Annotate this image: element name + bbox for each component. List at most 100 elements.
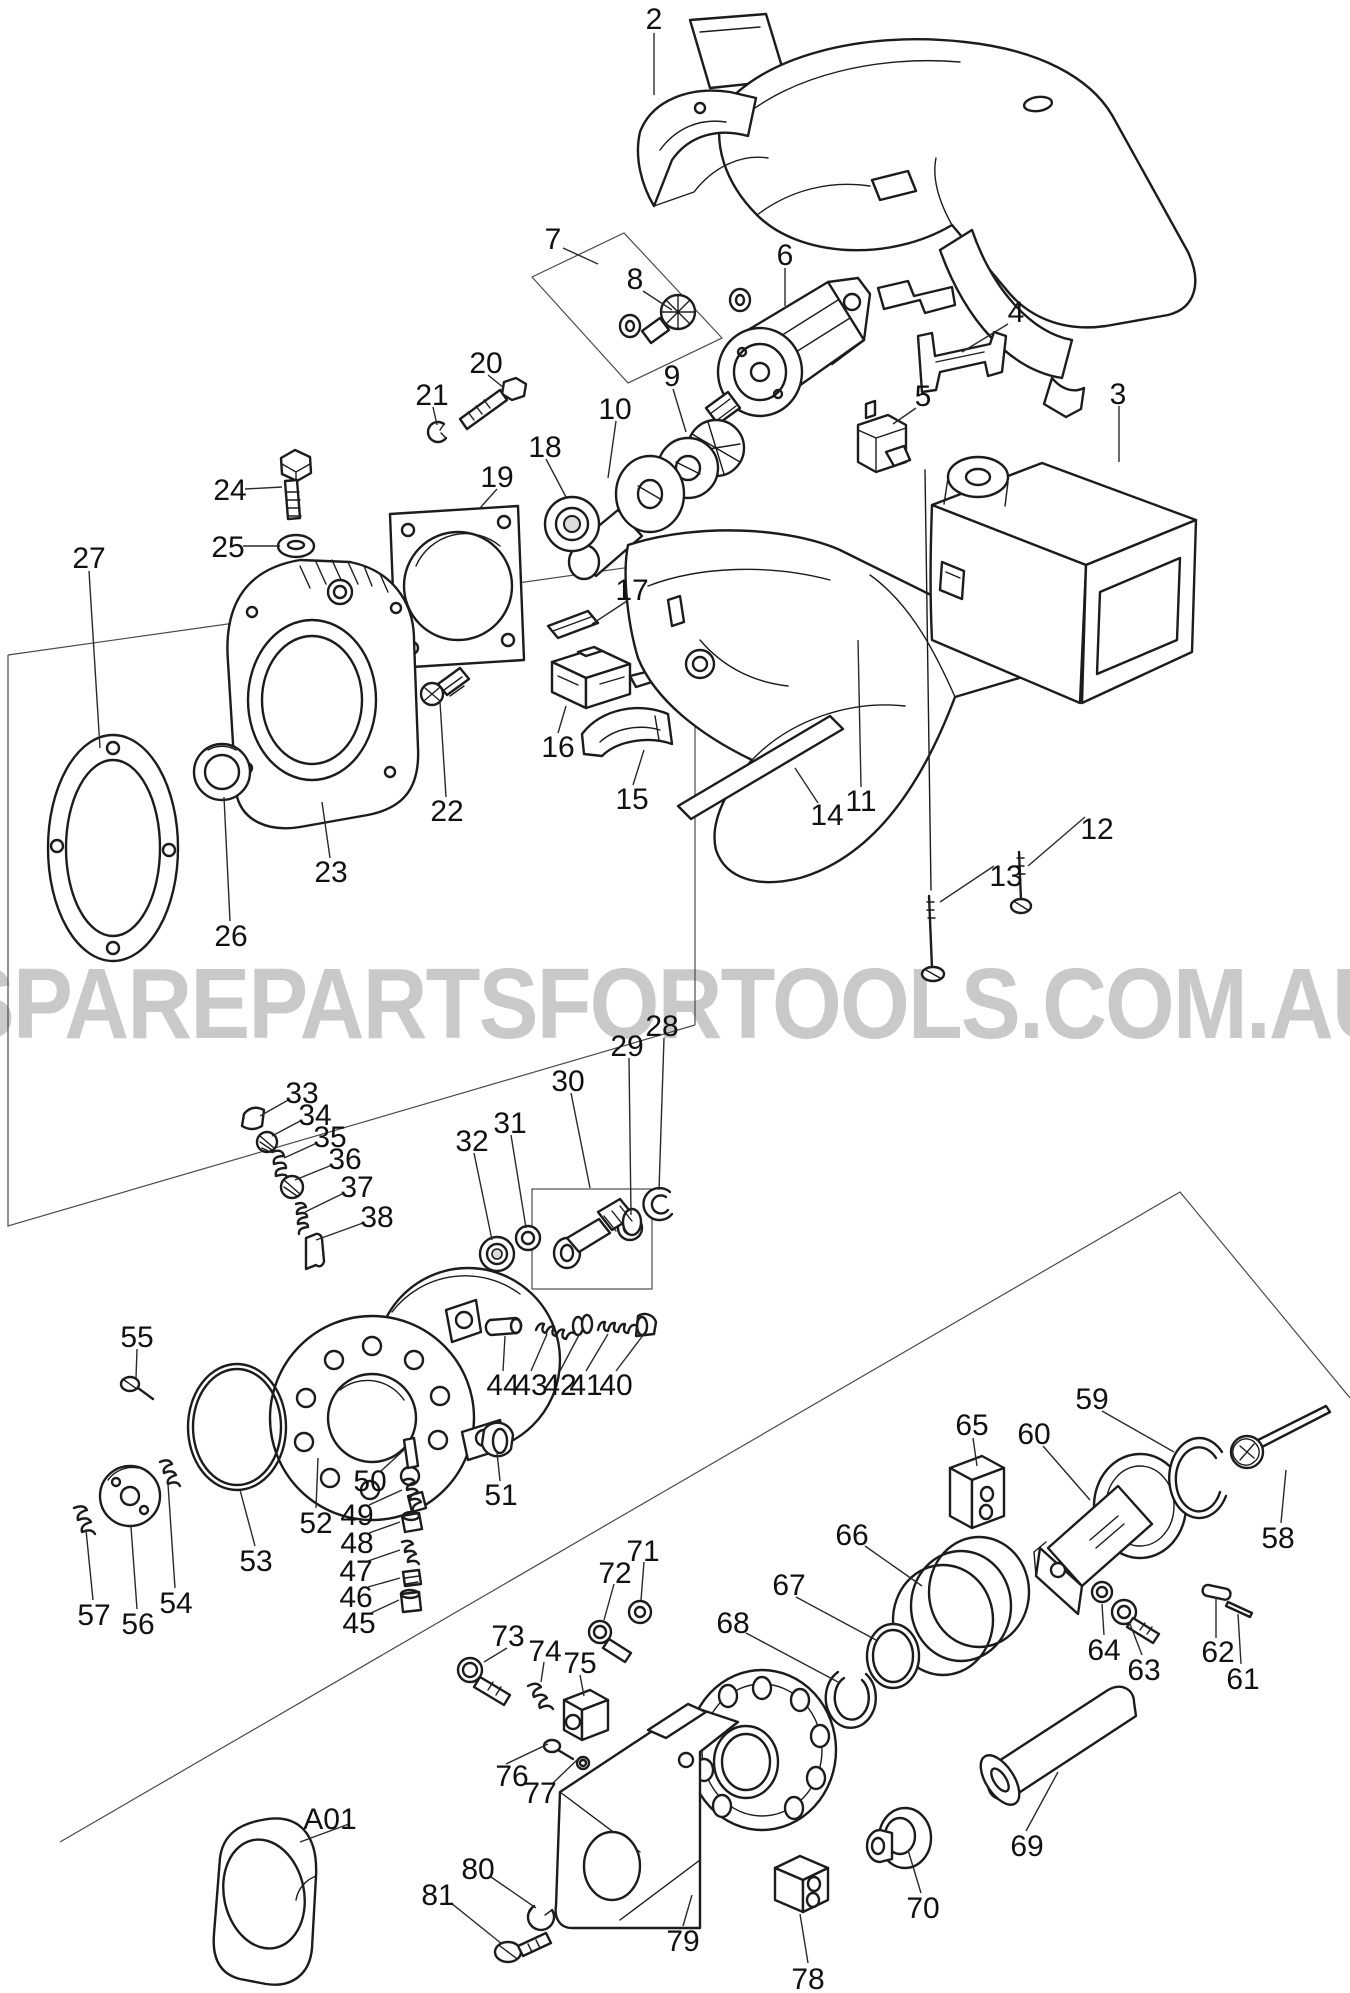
part-19-plate (388, 504, 526, 670)
part-label-25: 25 (211, 531, 244, 564)
part-33-cap (240, 1106, 266, 1131)
leader-line-42 (559, 1334, 580, 1372)
leader-line-28 (658, 1037, 665, 1191)
part-label-57: 57 (77, 1599, 110, 1632)
leader-line-14 (794, 767, 819, 804)
leader-line-52 (315, 1457, 319, 1509)
leader-line-7 (562, 247, 599, 265)
leader-line-79 (682, 1894, 693, 1927)
part-18-bearing (543, 495, 601, 553)
part-30-bushing-set (552, 1197, 643, 1270)
leader-line-13 (939, 865, 995, 903)
leader-line-37 (304, 1192, 345, 1213)
part-53-o-ring (186, 1362, 288, 1492)
part-2-housing-upper (717, 38, 1197, 419)
leader-line-34 (271, 1119, 303, 1137)
leader-line-5 (892, 407, 917, 425)
part-40-cap (634, 1312, 658, 1338)
leader-line-38 (315, 1222, 364, 1241)
leader-line-53 (239, 1489, 256, 1547)
part-label-42: 42 (543, 1369, 576, 1402)
leader-line-27 (88, 570, 101, 749)
part-label-31: 31 (493, 1107, 526, 1140)
part-label-79: 79 (666, 1925, 699, 1958)
part-73-screw (456, 1656, 512, 1707)
part-label-11: 11 (845, 785, 876, 818)
parts-artwork (46, 12, 1332, 1986)
leader-line-35 (283, 1142, 318, 1159)
leader-line-16 (557, 705, 567, 734)
leader-line-78 (799, 1913, 809, 1964)
part-20-bolt (458, 376, 528, 431)
part-26-bearing-retainer (192, 742, 252, 802)
part-78-block (773, 1854, 830, 1914)
leader-line-33 (259, 1098, 291, 1117)
leader-line-12 (1027, 816, 1086, 867)
part-label-71: 71 (626, 1535, 659, 1568)
part-8-pinion-gear (618, 287, 752, 345)
leader-line-47 (367, 1549, 401, 1562)
leader-line-59 (1101, 1410, 1175, 1453)
leader-line-18 (545, 458, 567, 498)
part-label-63: 63 (1127, 1654, 1160, 1687)
leader-line-32 (473, 1152, 493, 1241)
part-label-72: 72 (598, 1557, 631, 1590)
part-label-49: 49 (340, 1499, 373, 1532)
part-label-69: 69 (1010, 1830, 1043, 1863)
part-6-motor (704, 276, 872, 426)
part-label-67: 67 (772, 1569, 805, 1602)
leader-lines (85, 33, 1287, 1964)
part-label-21: 21 (415, 379, 448, 412)
part-25-washer (276, 533, 316, 559)
leader-line-44 (502, 1335, 506, 1372)
part-66-spring-large (891, 1535, 1031, 1677)
leader-line-45 (370, 1599, 400, 1614)
leader-line-73 (483, 1647, 508, 1663)
part-label-54: 54 (159, 1587, 192, 1620)
part-label-81: 81 (421, 1879, 454, 1912)
part-12-screw (1009, 850, 1033, 915)
part-label-18: 18 (528, 431, 561, 464)
part-label-70: 70 (906, 1892, 939, 1925)
part-label-16: 16 (541, 731, 574, 764)
leader-line-57 (85, 1529, 94, 1601)
part-35-spring (270, 1149, 290, 1182)
part-label-48: 48 (340, 1527, 373, 1560)
part-48-piston (400, 1510, 424, 1534)
part-24-bolt (279, 448, 313, 521)
part-27-gasket (46, 733, 180, 963)
part-56-disc (98, 1464, 162, 1528)
part-label-22: 22 (430, 795, 463, 828)
part-22-screw (419, 666, 471, 707)
leader-line-20 (487, 374, 505, 389)
part-64-washer (1090, 1580, 1114, 1604)
part-63-screw (1110, 1598, 1161, 1645)
part-a01-d-ring (212, 1817, 318, 1986)
leader-line-22 (439, 701, 447, 798)
leader-line-60 (1042, 1445, 1091, 1501)
leader-line-19 (479, 488, 498, 509)
part-44-pin (484, 1316, 523, 1337)
part-label-A01: A01 (303, 1803, 356, 1836)
part-label-14: 14 (810, 799, 843, 832)
part-60-spindle-barrel (1033, 1452, 1188, 1616)
part-label-20: 20 (469, 347, 502, 380)
part-label-47: 47 (339, 1555, 372, 1588)
leader-line-26 (223, 796, 231, 922)
leader-line-49 (368, 1489, 403, 1506)
part-34-plug (255, 1130, 279, 1154)
leader-line-A01 (299, 1823, 350, 1843)
part-74-spring (526, 1682, 555, 1711)
part-label-65: 65 (955, 1409, 988, 1442)
part-32-bearing (478, 1235, 516, 1273)
part-43-spring (534, 1322, 576, 1341)
panel-group-7 (531, 232, 723, 384)
leader-line-4 (961, 323, 1009, 353)
leader-line-74 (540, 1661, 545, 1683)
part-3-battery (929, 455, 1198, 705)
leader-line-55 (135, 1348, 138, 1379)
part-label-44: 44 (486, 1369, 519, 1402)
part-label-8: 8 (627, 263, 644, 296)
leader-line-11 (857, 639, 862, 788)
part-label-80: 80 (461, 1853, 494, 1886)
